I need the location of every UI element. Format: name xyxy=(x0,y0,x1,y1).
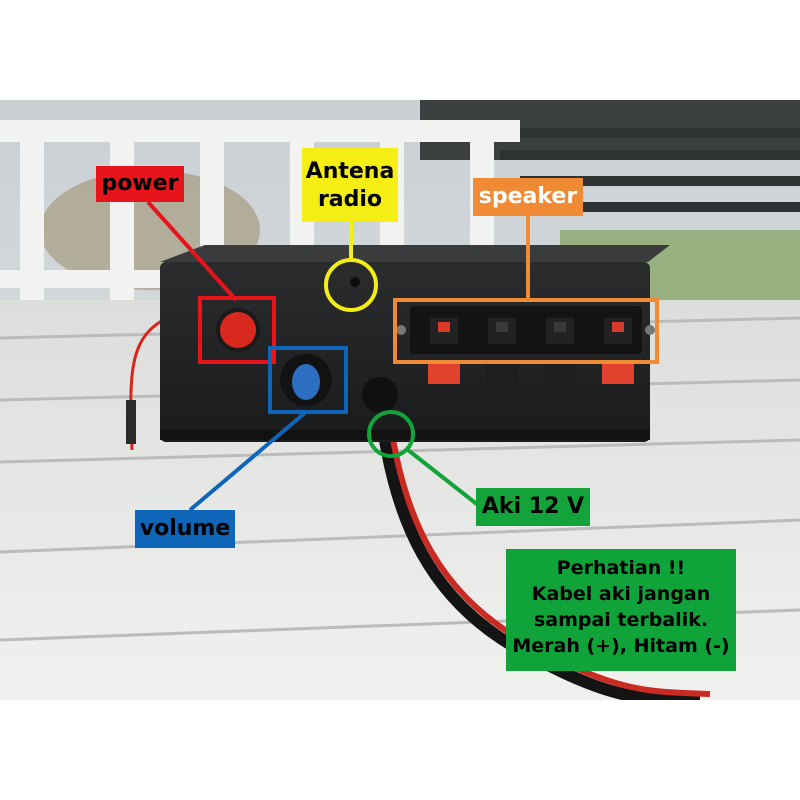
volume-knob xyxy=(292,364,320,400)
aki-pointer xyxy=(406,448,480,507)
warning-note-line: Merah (+), Hitam (-) xyxy=(512,635,730,657)
speaker-label: speaker xyxy=(473,178,583,216)
box-top xyxy=(160,245,670,262)
antenna-hole xyxy=(350,277,360,287)
warning-note-line: Perhatian !! xyxy=(556,557,686,579)
antena-label-line1: Antena xyxy=(305,159,395,184)
power-button xyxy=(220,312,256,348)
screw-left xyxy=(396,325,406,335)
power-highlight-box xyxy=(198,296,276,364)
power-label: power xyxy=(96,166,184,202)
box-shadow xyxy=(160,430,650,440)
aki-highlight-circle xyxy=(367,410,415,458)
warning-note-line: sampai terbalik. xyxy=(533,609,709,631)
dark-railing xyxy=(440,128,800,212)
antena-label-line2: radio xyxy=(317,187,383,212)
speaker-terminal-block xyxy=(410,306,642,354)
volume-label: volume xyxy=(135,510,235,548)
volume-pointer xyxy=(188,410,308,512)
volume-highlight-box xyxy=(268,346,348,414)
dc-jack xyxy=(362,377,398,413)
warning-note-line: Kabel aki jangan xyxy=(531,583,711,605)
screw-right xyxy=(645,325,655,335)
antena-radio-label: Antena radio xyxy=(302,148,398,222)
power-pointer xyxy=(146,200,238,302)
black-cable xyxy=(376,419,701,700)
aki-12v-label: Aki 12 V xyxy=(476,488,590,526)
warning-note: Perhatian !! Kabel aki jangan sampai ter… xyxy=(506,549,736,671)
wire-sleeve xyxy=(126,400,136,444)
amplifier-photo xyxy=(0,100,800,700)
